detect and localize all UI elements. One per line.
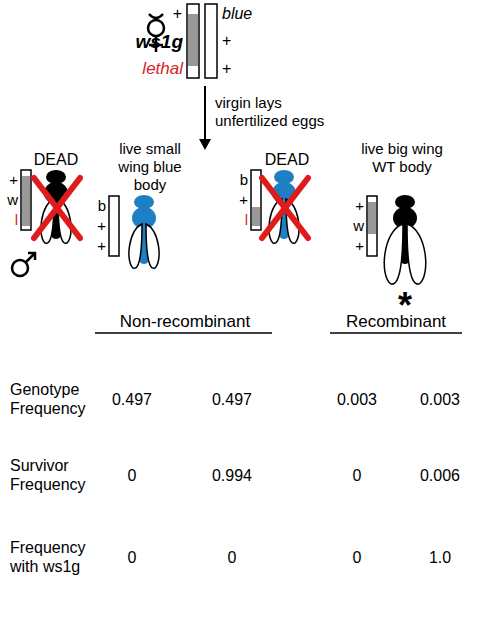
table-cell: 0 <box>102 466 162 485</box>
male-symbol <box>12 253 35 276</box>
table-cell: 0.003 <box>410 390 470 409</box>
chromosome <box>187 4 199 78</box>
locus-symbol: + <box>90 217 106 235</box>
outcome-label: live big wing WT body <box>355 140 450 176</box>
locus-symbol: + <box>222 59 242 78</box>
locus-symbol: b <box>90 197 106 215</box>
table-cell: 0.006 <box>410 466 470 485</box>
column-header: Recombinant <box>326 312 466 332</box>
locus-symbol: l <box>2 211 18 229</box>
fly-black-big-wing <box>384 195 426 284</box>
chromosome <box>21 170 31 230</box>
ws1g-segment <box>22 176 30 226</box>
locus-symbol: + <box>348 197 364 215</box>
header-rule <box>95 332 272 334</box>
locus-symbol: + <box>90 237 106 255</box>
locus-symbol: w <box>2 191 18 209</box>
ws1g-segment <box>368 202 376 234</box>
locus-symbol: w <box>348 217 364 235</box>
allele-name: lethal <box>123 59 183 79</box>
column-header: Non-recombinant <box>100 312 270 332</box>
allele-name: blue <box>222 4 272 23</box>
dead-cross <box>34 178 80 238</box>
ws1g-segment <box>188 14 198 66</box>
table-cell: 0 <box>202 548 262 567</box>
arrow-line <box>204 86 206 140</box>
locus-symbol: b <box>232 171 248 189</box>
locus-symbol: l <box>232 211 248 229</box>
table-cell: 0.497 <box>202 390 262 409</box>
outcome-label: DEAD <box>21 150 91 169</box>
table-cell: 0 <box>102 548 162 567</box>
outcome-label: live small wing blue body <box>103 140 198 194</box>
row-header: Survivor Frequency <box>10 456 102 494</box>
ws1g-segment <box>252 207 260 226</box>
outcome-label: DEAD <box>252 150 322 169</box>
locus-symbol: + <box>348 237 364 255</box>
header-rule <box>330 332 462 334</box>
locus-symbol: + <box>232 191 248 209</box>
chromosome <box>205 4 217 78</box>
locus-symbol: + <box>222 31 242 50</box>
process-note: virgin lays unfertilized eggs <box>215 94 340 130</box>
fly-blue-small-wing <box>129 195 159 268</box>
table-cell: 1.0 <box>410 548 470 567</box>
table-cell: 0 <box>327 466 387 485</box>
locus-symbol: + <box>162 4 182 23</box>
table-cell: 0.003 <box>327 390 387 409</box>
table-cell: 0.994 <box>202 466 262 485</box>
table-cell: 0 <box>327 548 387 567</box>
table-cell: 0.497 <box>102 390 162 409</box>
row-header: Frequency with ws1g <box>10 538 102 576</box>
arrow-head <box>199 139 211 150</box>
dead-cross <box>262 178 308 238</box>
chromosome <box>367 196 377 256</box>
row-header: Genotype Frequency <box>10 380 102 418</box>
locus-symbol: + <box>2 171 18 189</box>
allele-name: ws1g <box>123 30 183 53</box>
chromosome <box>109 196 119 256</box>
